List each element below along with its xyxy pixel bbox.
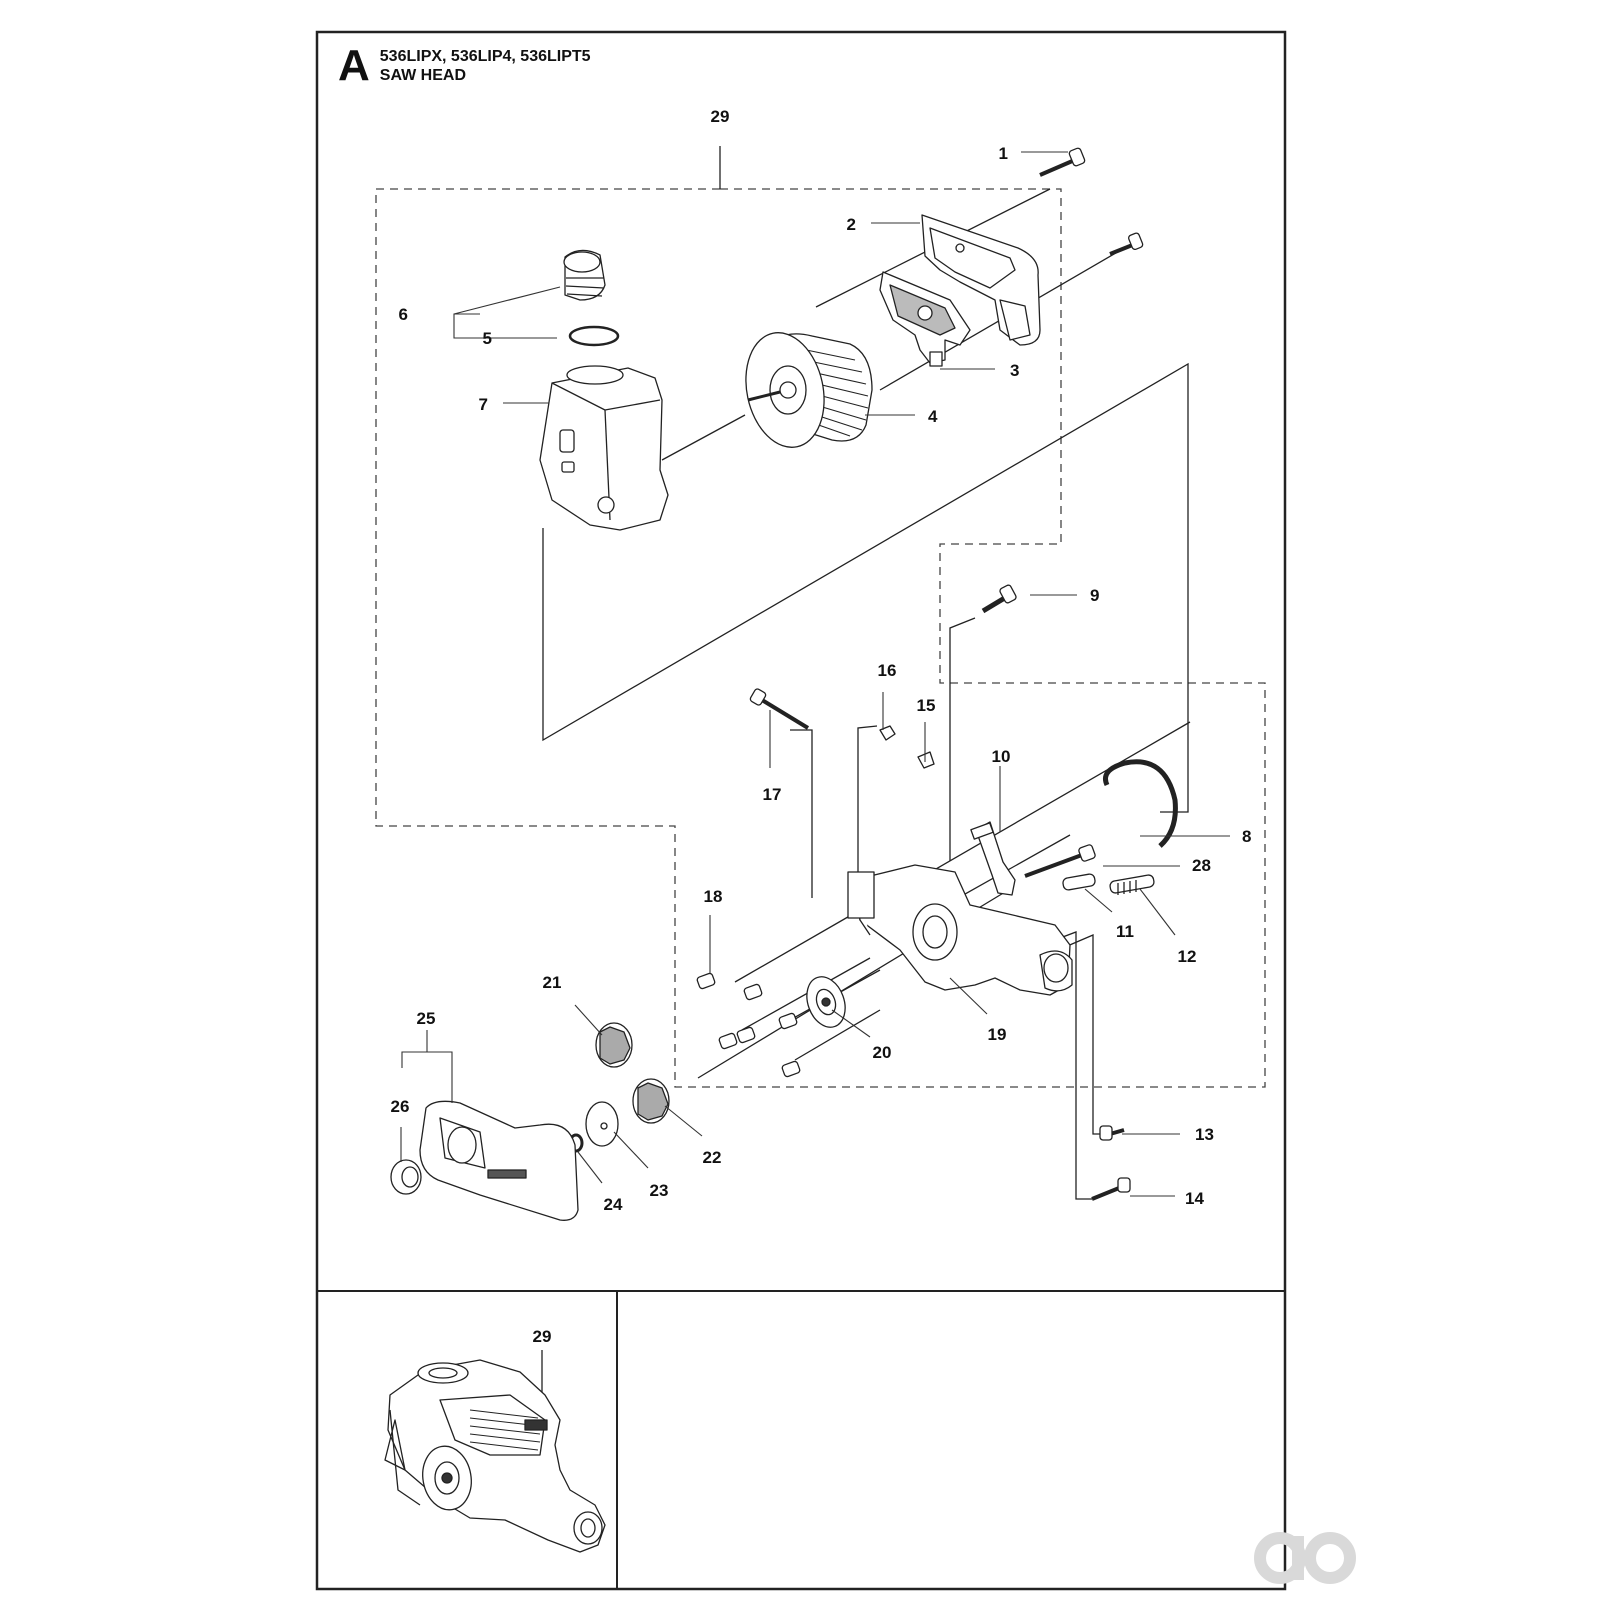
callout-26: 26: [391, 1097, 410, 1116]
callout-25: 25: [417, 1009, 436, 1028]
part-9-screw: [981, 584, 1017, 614]
brand-logo-watermark-icon: [1250, 1528, 1360, 1593]
part-5-o-ring: [568, 325, 620, 347]
callout-4: 4: [928, 407, 938, 426]
part-7-battery-housing: [539, 365, 669, 531]
callout-10: 10: [992, 747, 1011, 766]
part-19-gear-housing: [847, 864, 1073, 996]
callout-2: 2: [847, 215, 856, 234]
part-17-long-bolt: [749, 688, 810, 730]
callout-21: 21: [543, 973, 562, 992]
part-12-tensioner: [1109, 874, 1155, 895]
callout-16: 16: [878, 661, 897, 680]
callout-28: 28: [1192, 856, 1211, 875]
part-10-lever: [970, 821, 1016, 896]
callout-9: 9: [1090, 586, 1099, 605]
callout-29: 29: [711, 107, 730, 126]
diagram-title: SAW HEAD: [379, 67, 467, 84]
callout-22: 22: [703, 1148, 722, 1167]
part-2-cover: [921, 214, 1041, 346]
callout-3: 3: [1010, 361, 1019, 380]
callout-8: 8: [1242, 827, 1251, 846]
inset-assembled-saw-head: 29: [384, 1327, 606, 1553]
callout-17: 17: [763, 785, 782, 804]
part-8-retaining-ring: [1103, 759, 1178, 848]
callout-5: 5: [483, 329, 492, 348]
part-13-screw: [1099, 1125, 1125, 1141]
callout-12: 12: [1178, 947, 1197, 966]
assembly-29-boundary: [375, 188, 1266, 1088]
callout-leaders: [400, 151, 1230, 1197]
part-11-pin: [1062, 873, 1096, 891]
callout-7: 7: [479, 395, 488, 414]
callout-6: 6: [399, 305, 408, 324]
part-18-screws: [696, 972, 801, 1078]
part-26-nut: [390, 1159, 422, 1195]
part-16-nut: [879, 725, 896, 741]
callout-1: 1: [999, 144, 1008, 163]
part-14-screw: [1091, 1177, 1131, 1201]
diagram-header: A 536LIPX, 536LIP4, 536LIPT5 SAW HEAD: [338, 44, 591, 88]
part-1-screw: [1039, 147, 1086, 177]
inset-callout-29: 29: [533, 1327, 552, 1346]
assembly-lines: [542, 188, 1191, 1200]
part-15-clip: [917, 751, 935, 769]
callout-18: 18: [704, 887, 723, 906]
part-20-pulley: [806, 976, 846, 1028]
part-28-screw: [1024, 844, 1096, 878]
callout-20: 20: [873, 1043, 892, 1062]
callout-14: 14: [1185, 1189, 1204, 1208]
callout-11: 11: [1116, 922, 1134, 941]
part-25-sprocket-cover: [419, 1100, 579, 1221]
callout-23: 23: [650, 1181, 669, 1200]
part-21-sprocket: [595, 1022, 633, 1068]
part-3-bracket: [879, 271, 971, 367]
model-list: 536LIPX, 536LIP4, 536LIPT5: [379, 48, 591, 65]
section-letter: A: [338, 41, 370, 90]
part-4-motor: [745, 332, 873, 448]
part-23-washer: [585, 1101, 619, 1147]
callout-15: 15: [917, 696, 936, 715]
header-titles: 536LIPX, 536LIP4, 536LIPT5 SAW HEAD: [380, 47, 591, 85]
part-22-sprocket: [632, 1078, 670, 1124]
callout-13: 13: [1195, 1125, 1214, 1144]
callout-19: 19: [988, 1025, 1007, 1044]
part-cover-screw: [1109, 232, 1144, 256]
part-6-cap: [563, 249, 606, 301]
outer-frame: [315, 30, 1287, 1591]
callout-24: 24: [604, 1195, 623, 1214]
